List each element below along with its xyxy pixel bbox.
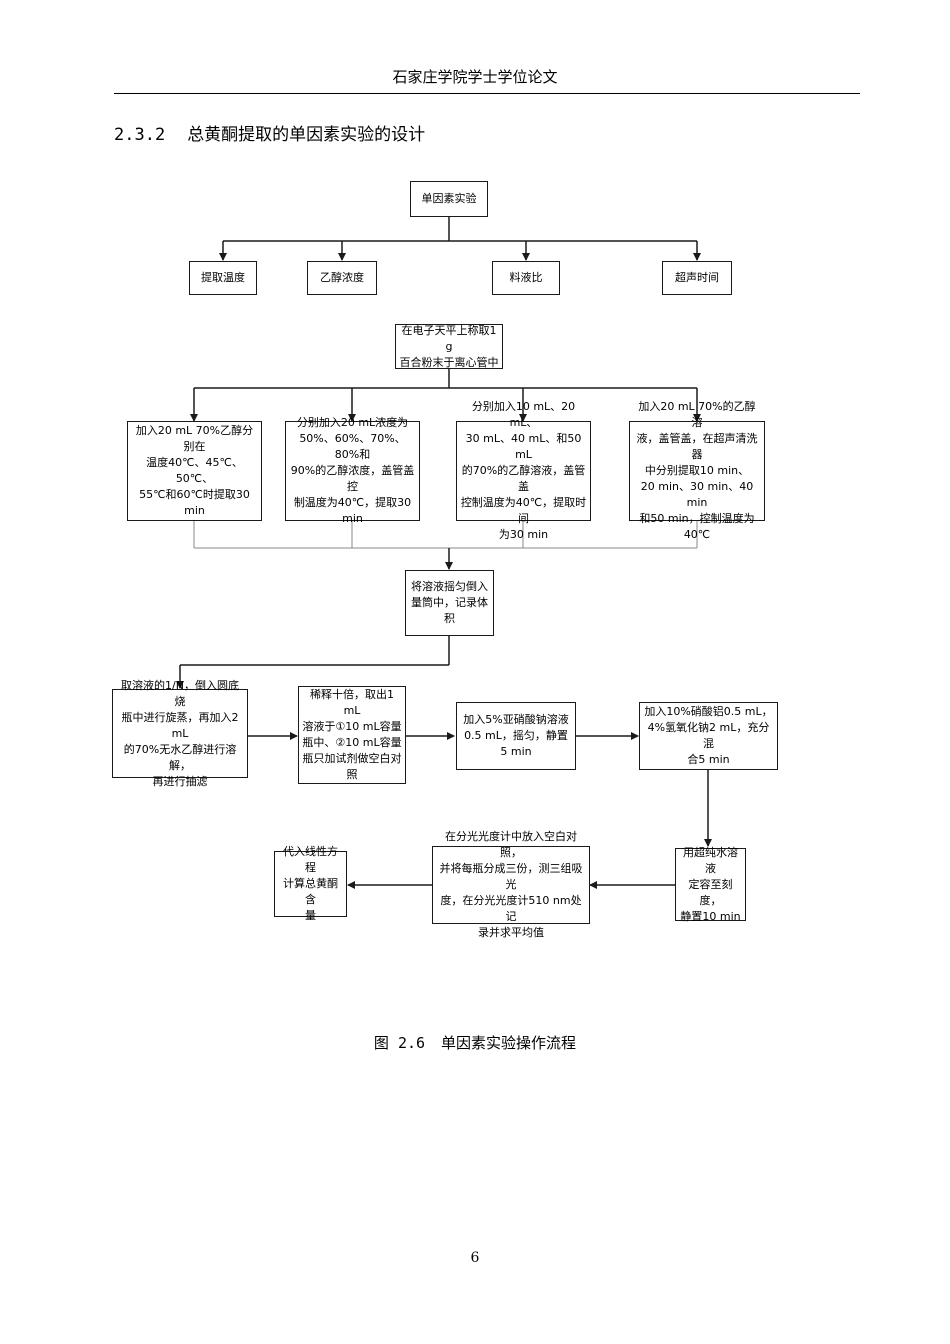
- box-dilute: 稀释十倍，取出1 mL 溶液于①10 mL容量 瓶中、②10 mL容量 瓶只加试…: [298, 686, 406, 784]
- box-shake-record-volume: 将溶液摇匀倒入 量筒中，记录体 积: [405, 570, 494, 636]
- section-number: 2.3.2: [114, 125, 166, 145]
- box-calculate-content: 代入线性方程 计算总黄酮含 量: [274, 845, 347, 922]
- figure-title: 单因素实验操作流程: [441, 1034, 577, 1052]
- section-title: 总黄酮提取的单因素实验的设计: [187, 125, 426, 145]
- box-add-sodium-nitrite: 加入5%亚硝酸钠溶液 0.5 mL，摇匀，静置 5 min: [456, 702, 576, 770]
- box-condition-temperature: 加入20 mL 70%乙醇分别在 温度40℃、45℃、50℃、 55℃和60℃时…: [127, 421, 262, 521]
- box-condition-ratio: 分别加入10 mL、20 mL、 30 mL、40 mL、和50 mL 的70%…: [456, 400, 591, 541]
- box-factor-ultrasonic-time: 超声时间: [662, 261, 732, 295]
- box-condition-ultrasonic: 加入20 mL 70%的乙醇溶 液，盖管盖，在超声清洗器 中分别提取10 min…: [629, 400, 765, 541]
- figure-number: 图 2.6: [373, 1034, 426, 1052]
- box-add-aluminum-nitrate: 加入10%硝酸铝0.5 mL， 4%氢氧化钠2 mL，充分混 合5 min: [639, 702, 778, 770]
- page-number: 6: [470, 1250, 480, 1266]
- box-weigh-sample: 在电子天平上称取1 g 百合粉末于离心管中: [395, 324, 503, 369]
- box-factor-ethanol-concentration: 乙醇浓度: [307, 261, 377, 295]
- box-condition-concentration: 分别加入20 mL浓度为 50%、60%、70%、80%和 90%的乙醇浓度，盖…: [285, 416, 420, 525]
- box-factor-solid-liquid-ratio: 料液比: [492, 261, 560, 295]
- figure-caption: 图 2.6 单因素实验操作流程: [0, 1032, 950, 1053]
- section-heading: 2.3.2 总黄酮提取的单因素实验的设计: [114, 120, 425, 145]
- box-factor-temperature: 提取温度: [189, 261, 257, 295]
- box-rotary-evaporation: 取溶液的1/N，倒入圆底烧 瓶中进行旋蒸，再加入2 mL 的70%无水乙醇进行溶…: [112, 679, 248, 788]
- box-dilute-to-volume: 用超纯水溶液 定容至刻度， 静置10 min: [675, 846, 746, 923]
- box-single-factor-experiment: 单因素实验: [410, 181, 488, 217]
- running-header: 石家庄学院学士学位论文: [392, 68, 558, 86]
- box-spectrophotometer-measure: 在分光光度计中放入空白对照， 并将每瓶分成三份，测三组吸光 度，在分光光度计51…: [432, 830, 590, 939]
- header-rule: [114, 93, 860, 94]
